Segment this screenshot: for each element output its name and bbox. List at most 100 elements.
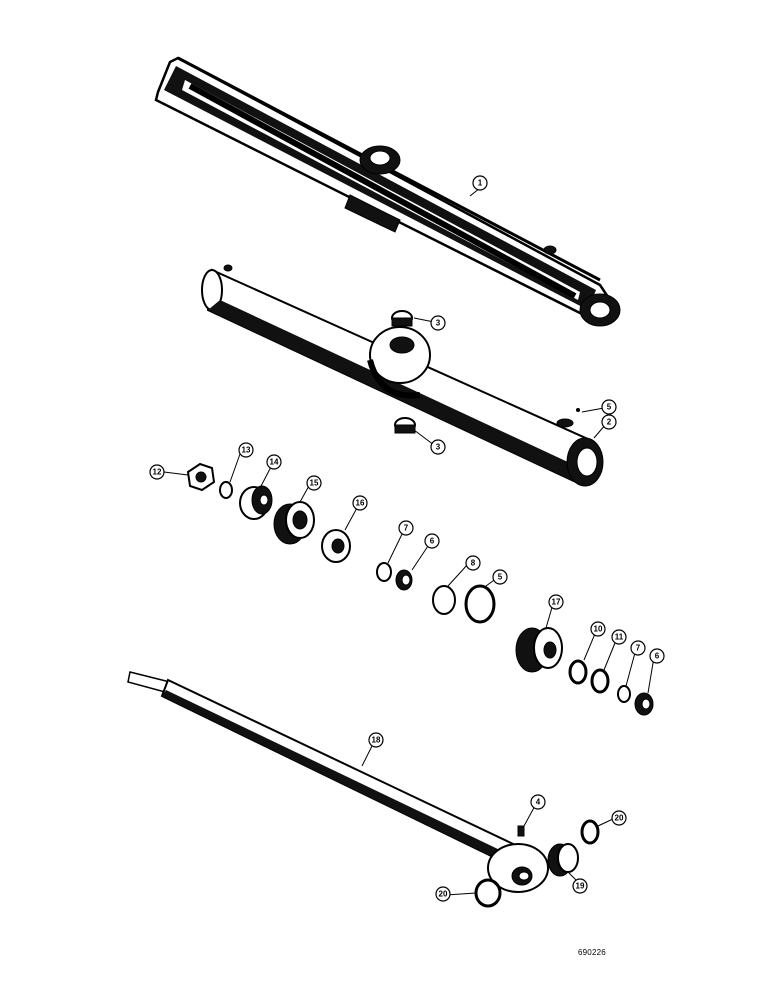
callout-c3b: 3 [430, 439, 446, 455]
callout-c5b: 5 [492, 569, 508, 585]
wiper-6b [634, 692, 654, 716]
callout-c20a: 20 [611, 810, 627, 826]
callout-c6b: 6 [649, 648, 665, 664]
callout-c11: 11 [611, 629, 627, 645]
callout-c18: 18 [368, 732, 384, 748]
check-ball [576, 408, 580, 412]
callout-label: 5 [607, 403, 612, 412]
wiper-6a [395, 569, 413, 591]
backup-ring-5 [464, 584, 496, 624]
callout-label: 8 [471, 559, 476, 568]
callout-label: 16 [356, 499, 365, 508]
callout-c7b: 7 [630, 640, 646, 656]
callout-circle [601, 399, 617, 415]
callout-label: 4 [536, 798, 541, 807]
callout-c15: 15 [306, 475, 322, 491]
callout-c3a: 3 [430, 315, 446, 331]
callout-label: 7 [404, 524, 409, 533]
callout-circle [601, 414, 617, 430]
callout-circle [611, 810, 627, 826]
callout-circle [572, 878, 588, 894]
cylinder-assembly [154, 56, 621, 327]
nut [186, 462, 216, 492]
callout-circle [238, 442, 254, 458]
callout-circle [266, 454, 282, 470]
callout-c14: 14 [266, 454, 282, 470]
callout-c13: 13 [238, 442, 254, 458]
callout-circle [530, 794, 546, 810]
cylinder-tube [201, 264, 604, 487]
callout-label: 20 [615, 814, 624, 823]
callout-label: 15 [310, 479, 319, 488]
callout-c2: 2 [601, 414, 617, 430]
ring-11 [590, 668, 610, 694]
callout-circle [368, 732, 384, 748]
ring-7b [617, 685, 631, 703]
callout-circle [424, 533, 440, 549]
grease-fitting [517, 825, 525, 837]
callout-circle [435, 886, 451, 902]
pin-19 [547, 843, 579, 877]
callout-label: 2 [607, 418, 612, 427]
callout-circle [149, 464, 165, 480]
callout-circle [430, 315, 446, 331]
piston-14 [239, 485, 273, 520]
callout-label: 6 [430, 537, 435, 546]
callout-circle [590, 621, 606, 637]
callout-label: 10 [594, 625, 603, 634]
callout-c1: 1 [472, 175, 488, 191]
piston-rod [127, 671, 549, 893]
seal-10 [568, 659, 588, 685]
seal-16 [321, 529, 351, 563]
callout-circle [472, 175, 488, 191]
callout-circle [611, 629, 627, 645]
callout-label: 3 [436, 443, 441, 452]
callout-c12: 12 [149, 464, 165, 480]
callout-label: 20 [439, 890, 448, 899]
callout-label: 11 [615, 633, 624, 642]
callout-c5a: 5 [601, 399, 617, 415]
callout-c8: 8 [465, 555, 481, 571]
callout-label: 3 [436, 319, 441, 328]
callout-c20b: 20 [435, 886, 451, 902]
callout-circle [430, 439, 446, 455]
callout-circle [649, 648, 665, 664]
callout-c19: 19 [572, 878, 588, 894]
washer-13 [219, 481, 233, 499]
callout-label: 13 [242, 446, 251, 455]
callout-label: 1 [478, 179, 483, 188]
figure-number: 690226 [578, 948, 606, 957]
callout-label: 18 [372, 736, 381, 745]
callout-label: 14 [270, 458, 279, 467]
callouts [163, 187, 655, 896]
callout-label: 17 [552, 598, 561, 607]
callout-c6a: 6 [424, 533, 440, 549]
piston-15 [273, 501, 315, 545]
callout-circle [630, 640, 646, 656]
ring-7a [376, 562, 392, 582]
callout-label: 19 [576, 882, 585, 891]
o-ring-8 [432, 585, 456, 615]
callout-label: 12 [153, 468, 162, 477]
spacer-upper [391, 310, 413, 327]
callout-label: 5 [498, 573, 503, 582]
callout-c4: 4 [530, 794, 546, 810]
callout-circle [465, 555, 481, 571]
snap-ring-20b [474, 878, 502, 908]
callout-circle [398, 520, 414, 536]
callout-circle [492, 569, 508, 585]
callout-circle [548, 594, 564, 610]
callout-c16: 16 [352, 495, 368, 511]
gland-17 [515, 627, 563, 673]
callout-label: 6 [655, 652, 660, 661]
snap-ring-20a [580, 819, 600, 845]
callout-c10: 10 [590, 621, 606, 637]
callout-circle [352, 495, 368, 511]
callout-label: 7 [636, 644, 641, 653]
callout-c17: 17 [548, 594, 564, 610]
callout-c7a: 7 [398, 520, 414, 536]
spacer-lower [394, 417, 416, 434]
callout-circle [306, 475, 322, 491]
